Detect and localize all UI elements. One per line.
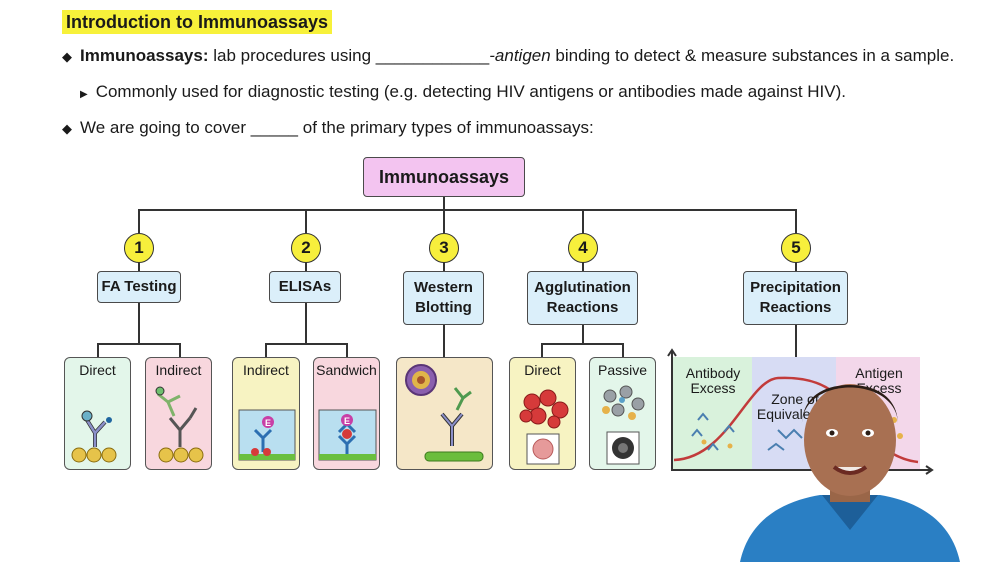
connector-line xyxy=(305,262,307,272)
connector-line xyxy=(795,209,797,233)
fill-in-blank-1: ____________ xyxy=(375,46,490,65)
connector-line xyxy=(541,343,543,357)
diagnostic-text: Commonly used for diagnostic testing (e.… xyxy=(95,82,846,101)
definition-text-a: lab procedures using xyxy=(208,46,376,65)
category-precipitation: Precipitation Reactions xyxy=(743,271,848,325)
panel-label: Indirect xyxy=(243,362,289,378)
panel-label: Passive xyxy=(597,362,648,378)
cover-text-a: We are going to cover xyxy=(80,118,251,137)
connector-line xyxy=(443,262,445,272)
enzyme-marker: E xyxy=(265,418,271,428)
connector-line xyxy=(97,343,180,345)
category-agglutination: Agglutination Reactions xyxy=(527,271,638,325)
panel-label: Sandwich xyxy=(316,362,377,378)
bullet-cover: ◆ We are going to cover _____ of the prim… xyxy=(62,117,594,140)
connector-line xyxy=(97,343,99,357)
category-western-blotting: Western Blotting xyxy=(403,271,484,325)
panel-fa-direct: Direct xyxy=(64,357,131,470)
connector-line xyxy=(443,324,445,357)
term-immunoassays: Immunoassays: xyxy=(80,46,209,65)
definition-text-b: binding to detect & measure substances i… xyxy=(550,46,955,65)
enzyme-marker: E xyxy=(344,416,350,426)
number-badge-4: 4 xyxy=(568,233,598,263)
panel-agglutination-direct: Direct xyxy=(509,357,576,470)
connector-line xyxy=(443,196,445,210)
definition-italic: -antigen xyxy=(489,46,551,65)
connector-line xyxy=(138,209,140,233)
category-fa-testing: FA Testing xyxy=(97,271,181,303)
diamond-bullet-icon: ◆ xyxy=(62,49,72,64)
label-antibody-excess: Antibody Excess xyxy=(685,365,741,396)
connector-line xyxy=(795,324,797,358)
panel-western-blotting xyxy=(396,357,493,470)
elisa-indirect-illustration: E xyxy=(238,409,296,461)
connector-line xyxy=(265,343,347,345)
category-elisas: ELISAs xyxy=(269,271,341,303)
connector-line xyxy=(305,209,307,233)
fa-indirect-illustration xyxy=(155,386,204,463)
triangle-bullet-icon: ▶ xyxy=(80,89,88,100)
root-node-immunoassays: Immunoassays xyxy=(363,157,525,197)
fill-in-blank-2: _____ xyxy=(250,118,299,137)
fa-direct-illustration xyxy=(71,410,117,463)
agglutination-passive-illustration xyxy=(602,385,645,465)
presenter-video-overlay xyxy=(740,384,960,562)
connector-line xyxy=(179,343,181,357)
connector-line xyxy=(138,262,140,272)
panel-agglutination-passive: Passive xyxy=(589,357,656,470)
elisa-sandwich-illustration: E xyxy=(318,409,377,461)
bullet-definition: ◆ Immunoassays: lab procedures using ____… xyxy=(62,45,954,68)
western-blot-illustration xyxy=(405,364,484,462)
cover-text-b: of the primary types of immunoassays: xyxy=(298,118,594,137)
number-badge-5: 5 xyxy=(781,233,811,263)
connector-line xyxy=(622,343,624,357)
connector-line xyxy=(138,209,797,211)
diamond-bullet-icon: ◆ xyxy=(62,121,72,136)
panel-label: Indirect xyxy=(155,362,202,378)
number-badge-1: 1 xyxy=(124,233,154,263)
connector-line xyxy=(346,343,348,357)
connector-line xyxy=(795,262,797,272)
panel-elisa-indirect: Indirect E xyxy=(232,357,300,470)
panel-label: Direct xyxy=(524,362,561,378)
panel-label: Direct xyxy=(79,362,116,378)
number-badge-2: 2 xyxy=(291,233,321,263)
connector-line xyxy=(265,343,267,357)
connector-line xyxy=(138,302,140,344)
connector-line xyxy=(541,343,623,345)
connector-line xyxy=(582,209,584,233)
connector-line xyxy=(305,302,307,344)
page-title: Introduction to Immunoassays xyxy=(62,10,333,34)
bullet-diagnostic: ▶ Commonly used for diagnostic testing (e… xyxy=(80,81,846,106)
connector-line xyxy=(443,209,445,233)
connector-line xyxy=(582,262,584,272)
number-badge-3: 3 xyxy=(429,233,459,263)
agglutination-direct-illustration xyxy=(519,389,569,465)
panel-fa-indirect: Indirect xyxy=(145,357,212,470)
connector-line xyxy=(582,324,584,344)
panel-elisa-sandwich: Sandwich E xyxy=(313,357,380,470)
